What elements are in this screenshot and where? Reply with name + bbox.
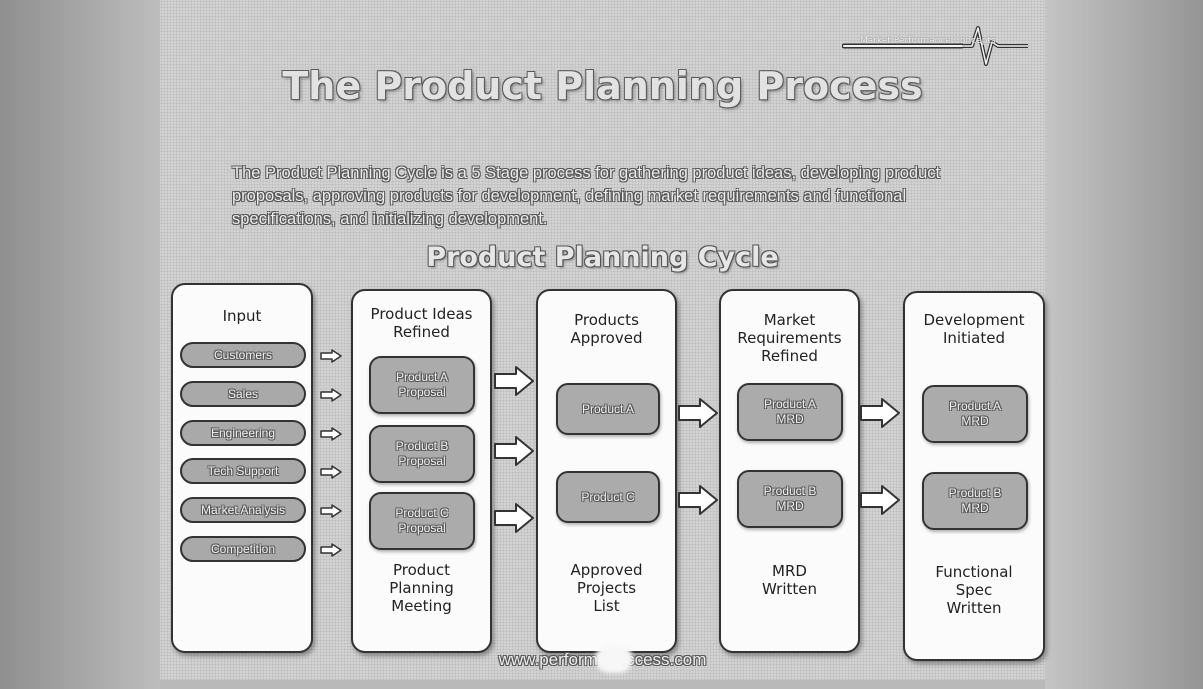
description-text: The Product Planning Cycle is a 5 Stage …: [232, 164, 941, 228]
stage-approved-bottom: Approved Projects List: [570, 561, 643, 615]
card-product-a-mrd: Product A MRD: [737, 383, 843, 441]
page-title: The Product Planning Process: [282, 64, 923, 108]
card-product-a-mrd-dev: Product A MRD: [922, 385, 1028, 443]
stage-mrd-bottom: MRD Written: [762, 562, 817, 598]
stage-input-title: Input: [222, 307, 262, 325]
card-product-a: Product A: [556, 383, 660, 435]
card-product-c-proposal: Product C Proposal: [369, 492, 475, 550]
logo-pulse-icon: [842, 26, 1028, 66]
arrow-right-icon: [860, 398, 900, 428]
arrow-right-icon: [494, 366, 534, 396]
input-item-customers: Customers: [180, 342, 306, 368]
arrow-right-icon: [678, 485, 718, 515]
arrow-right-icon: [678, 398, 718, 428]
left-margin: [0, 0, 160, 689]
arrow-right-icon: [320, 465, 342, 479]
input-item-competition: Competition: [180, 536, 306, 562]
arrow-right-icon: [320, 543, 342, 557]
arrow-right-icon: [320, 427, 342, 441]
card-product-b-mrd: Product B MRD: [737, 470, 843, 528]
stage-market-requirements: Market Requirements Refined Product A MR…: [719, 289, 860, 653]
stage-development-initiated: Development Initiated Product A MRD Prod…: [903, 291, 1045, 661]
stage-product-ideas: Product Ideas Refined Product A Proposal…: [351, 289, 492, 653]
stage-ideas-bottom: Product Planning Meeting: [389, 561, 454, 615]
stage-mrd-title: Market Requirements Refined: [737, 311, 842, 365]
redaction-blot: [595, 645, 633, 673]
stage-approved-title: Products Approved: [570, 311, 643, 347]
arrow-right-icon: [320, 349, 342, 363]
arrow-right-icon: [320, 504, 342, 518]
arrow-right-icon: [320, 388, 342, 402]
stage-dev-bottom: Functional Spec Written: [935, 563, 1013, 617]
card-product-b-mrd-dev: Product B MRD: [922, 472, 1028, 530]
input-item-engineering: Engineering: [180, 420, 306, 446]
input-item-tech-support: Tech Support: [180, 458, 306, 484]
stage-products-approved: Products Approved Product A Product C Ap…: [536, 289, 677, 653]
card-product-a-proposal: Product A Proposal: [369, 356, 475, 414]
arrow-right-icon: [494, 503, 534, 533]
input-item-market-analysis: Market Analysis: [180, 497, 306, 523]
cycle-title: Product Planning Cycle: [426, 242, 779, 273]
slide: Market Performance Concepts The Product …: [160, 0, 1045, 680]
logo-text: Market Performance Concepts: [860, 36, 996, 46]
card-product-c: Product C: [556, 471, 660, 523]
input-item-sales: Sales: [180, 381, 306, 407]
card-product-b-proposal: Product B Proposal: [369, 425, 475, 483]
right-margin: [1045, 0, 1203, 689]
stage-ideas-title: Product Ideas Refined: [370, 305, 473, 341]
stage-input: Input Customers Sales Engineering Tech S…: [171, 283, 313, 653]
arrow-right-icon: [860, 485, 900, 515]
arrow-right-icon: [494, 436, 534, 466]
stage-dev-title: Development Initiated: [923, 311, 1025, 347]
